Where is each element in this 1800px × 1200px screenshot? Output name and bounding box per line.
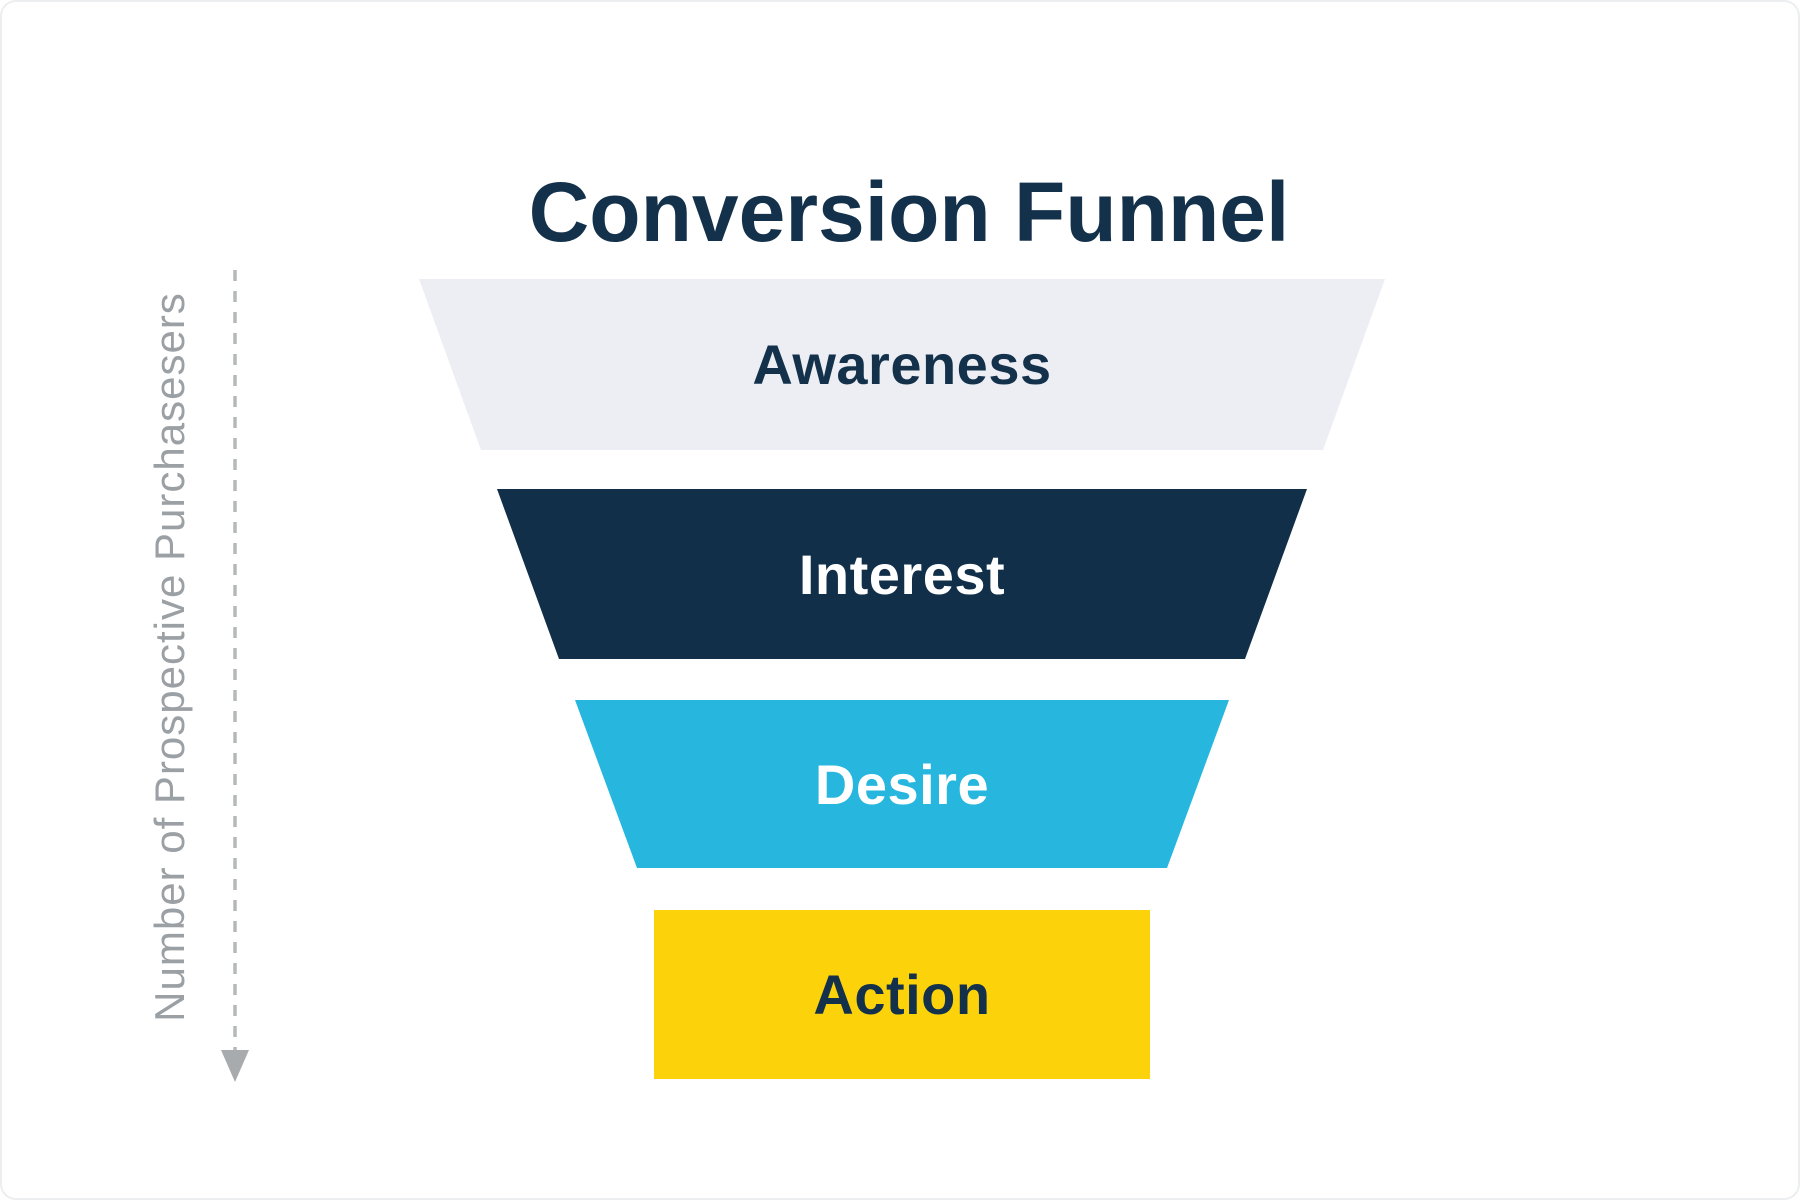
y-axis-label: Number of Prospective Purchasesers — [146, 292, 193, 1022]
stage-label-desire: Desire — [814, 752, 990, 816]
stage-label-awareness: Awareness — [752, 333, 1052, 396]
funnel-stage-desire: Desire — [575, 700, 1229, 868]
stage-label-interest: Interest — [798, 542, 1006, 606]
funnel-stage-awareness: Awareness — [419, 279, 1385, 450]
funnel-stage-interest: Interest — [497, 489, 1307, 659]
page-title: Conversion Funnel — [528, 165, 1290, 260]
funnel-stage-action: Action — [654, 910, 1150, 1079]
arrowhead-icon — [221, 1050, 249, 1082]
stage-label-action: Action — [813, 963, 991, 1026]
